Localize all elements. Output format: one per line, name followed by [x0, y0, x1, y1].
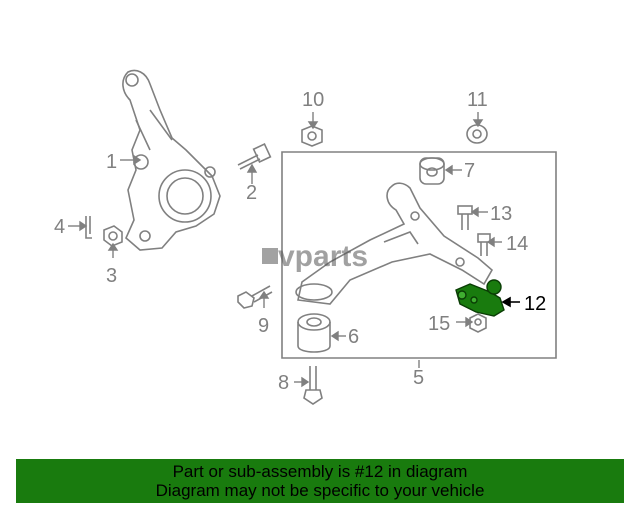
- watermark-text: vparts: [278, 240, 368, 273]
- callout-9: 9: [258, 315, 269, 337]
- callout-1: 1: [106, 151, 117, 173]
- bolt-13: [457, 205, 473, 230]
- callout-10: 10: [302, 89, 324, 111]
- bolt-8: [303, 366, 323, 405]
- banner-line-part: Part or sub-assembly is #12 in diagram: [172, 462, 468, 481]
- callout-3: 3: [106, 265, 117, 287]
- leader-lines: [68, 112, 502, 388]
- callout-15: 15: [428, 313, 450, 335]
- assembly-box: [281, 151, 557, 359]
- callout-6: 6: [348, 326, 359, 348]
- lower-control-arm: [295, 182, 494, 305]
- bushing-11: [466, 124, 488, 144]
- callout-2: 2: [246, 182, 257, 204]
- bolt-14: [477, 233, 491, 256]
- banner-line-disclaimer: Diagram may not be specific to your vehi…: [155, 481, 485, 500]
- nut-3: [103, 225, 123, 247]
- pin-4: [85, 216, 92, 239]
- callout-11: 11: [467, 89, 488, 111]
- nut-15: [469, 313, 487, 333]
- callout-14: 14: [506, 233, 528, 255]
- callout-13: 13: [490, 203, 512, 225]
- bolt-2: [237, 143, 272, 170]
- callout-4: 4: [54, 216, 65, 238]
- callout-12: 12: [524, 293, 546, 315]
- callout-7: 7: [464, 160, 475, 182]
- leader-line-12: [501, 296, 520, 308]
- nut-10: [301, 125, 323, 147]
- info-banner: Part or sub-assembly is #12 in diagram D…: [16, 459, 624, 503]
- bushing-6: [297, 313, 331, 353]
- bushing-7: [419, 157, 445, 185]
- callout-8: 8: [278, 372, 289, 394]
- ball-joint-12[interactable]: [455, 279, 505, 317]
- watermark-logo: vparts: [262, 240, 368, 273]
- callout-5: 5: [413, 367, 424, 389]
